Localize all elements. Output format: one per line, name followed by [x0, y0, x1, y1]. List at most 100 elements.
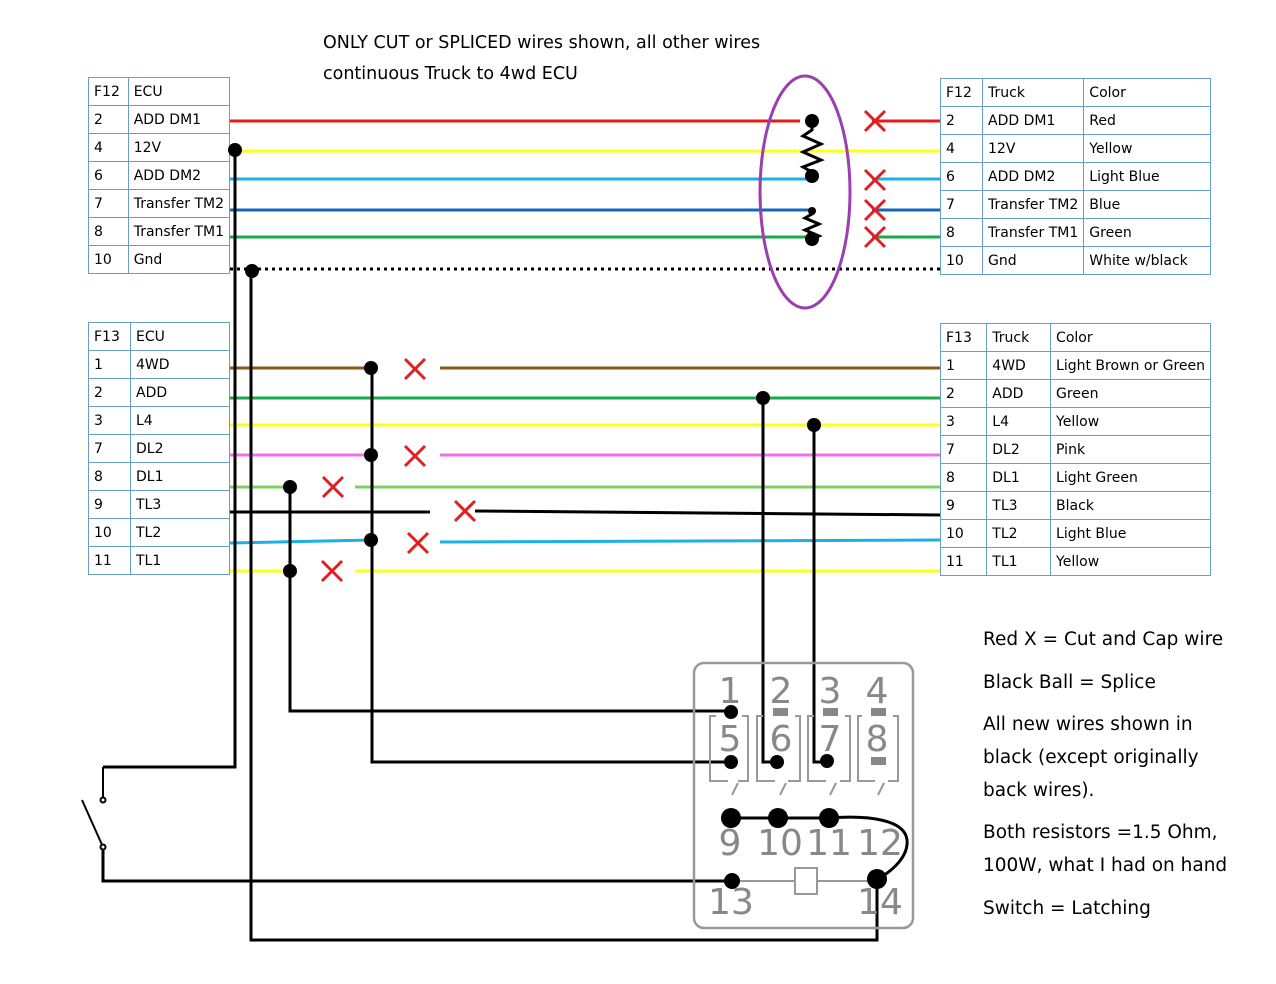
header-cell: F13: [939, 323, 988, 352]
wire-tl3-truck: [474, 509, 941, 517]
relay-pin-8: 8: [866, 719, 889, 760]
color-cell: Light Green: [1050, 463, 1211, 492]
splice-dot: [283, 564, 297, 578]
wire-tl2-truck: [439, 538, 941, 544]
cut-mark-transfer-tm2: [863, 198, 887, 222]
signal-cell: ADD DM1: [127, 105, 231, 134]
color-cell: Black: [1050, 491, 1211, 520]
pin-cell: 9: [939, 491, 988, 520]
splice-highlight-ellipse: [758, 74, 852, 310]
cut-mark-dl1: [321, 475, 345, 499]
relay-armature-1: [731, 782, 739, 796]
header-cell: Truck: [986, 323, 1052, 352]
header-note-line2: continuous Truck to 4wd ECU: [323, 64, 578, 84]
splice-dot: [724, 873, 740, 889]
splice-dot: [807, 418, 821, 432]
f13-wires: [229, 366, 941, 573]
pin-cell: 8: [939, 463, 988, 492]
pin-cell: 10: [939, 519, 988, 548]
signal-cell: ADD: [986, 379, 1052, 408]
splice-dot: [364, 361, 378, 375]
legend-new-wires-1: All new wires shown in: [983, 714, 1193, 735]
header-cell: F12: [940, 78, 983, 107]
switch-terminal-top: [99, 796, 107, 804]
wire-12v-to-switch: [103, 150, 237, 769]
relay-armature-2: [779, 782, 787, 796]
switch-lever: [81, 799, 104, 848]
wire-tl2: [229, 538, 373, 545]
cut-mark-4wd: [403, 357, 427, 381]
legend-black-ball: Black Ball = Splice: [983, 672, 1156, 693]
signal-cell: Transfer TM2: [981, 190, 1085, 219]
signal-cell: L4: [130, 406, 230, 435]
splice-dot: [283, 480, 297, 494]
pin-cell: 7: [939, 435, 988, 464]
relay-pin-14: 14: [857, 882, 903, 923]
relay-pin-9: 9: [719, 823, 742, 864]
legend-red-x: Red X = Cut and Cap wire: [983, 629, 1224, 650]
signal-cell: TL3: [986, 491, 1052, 520]
relay-contact-lines: [709, 715, 899, 796]
signal-cell: TL1: [986, 547, 1052, 576]
pin-cell: 8: [940, 218, 983, 247]
pin-cell: 10: [940, 246, 983, 275]
relay-pin-10: 10: [757, 823, 803, 864]
signal-cell: Gnd: [981, 246, 1085, 275]
relay-pin-4: 4: [866, 671, 889, 712]
relay-no-mark: [871, 757, 886, 765]
signal-cell: 12V: [981, 134, 1085, 163]
color-cell: White w/black: [1083, 246, 1211, 275]
signal-cell: 4WD: [986, 351, 1052, 380]
color-cell: Green: [1083, 218, 1211, 247]
relay-pin-12: 12: [857, 823, 903, 864]
splice-dot: [770, 755, 784, 769]
pin-cell: 11: [88, 546, 131, 575]
relay-armature-3: [829, 782, 837, 796]
legend-resistors-1: Both resistors =1.5 Ohm,: [983, 822, 1218, 843]
splice-dot: [756, 391, 770, 405]
table-header-row: F13 Truck Color: [939, 323, 1211, 352]
header-cell: F12: [88, 77, 129, 106]
signal-cell: ADD DM2: [981, 162, 1085, 191]
splice-dot: [805, 114, 819, 128]
splice-dot: [768, 808, 788, 828]
pin-cell: 8: [88, 462, 131, 491]
signal-cell: TL2: [986, 519, 1052, 548]
signal-cell: Gnd: [127, 245, 231, 274]
pin-cell: 2: [940, 106, 983, 135]
relay-contact-1b: [738, 715, 749, 782]
cut-mark-add-dm2: [863, 168, 887, 192]
signal-cell: L4: [986, 407, 1052, 436]
signal-cell: DL2: [130, 434, 230, 463]
pin-cell: 3: [939, 407, 988, 436]
legend-switch: Switch = Latching: [983, 898, 1151, 919]
cut-mark-add-dm1: [863, 109, 887, 133]
switch-terminal-bottom: [99, 843, 107, 851]
splice-dot: [364, 533, 378, 547]
f12-wires: [230, 119, 940, 271]
relay-armature-4: [877, 782, 885, 796]
relay-outline: [692, 661, 915, 930]
legend-new-wires-3: back wires).: [983, 780, 1095, 801]
splice-dot: [819, 808, 839, 828]
cut-mark-tl1: [320, 559, 344, 583]
signal-cell: TL2: [130, 518, 230, 547]
header-note: ONLY CUT or SPLICED wires shown, all oth…: [323, 28, 760, 90]
splice-dot: [808, 207, 816, 215]
relay-contact-2: [756, 715, 775, 782]
